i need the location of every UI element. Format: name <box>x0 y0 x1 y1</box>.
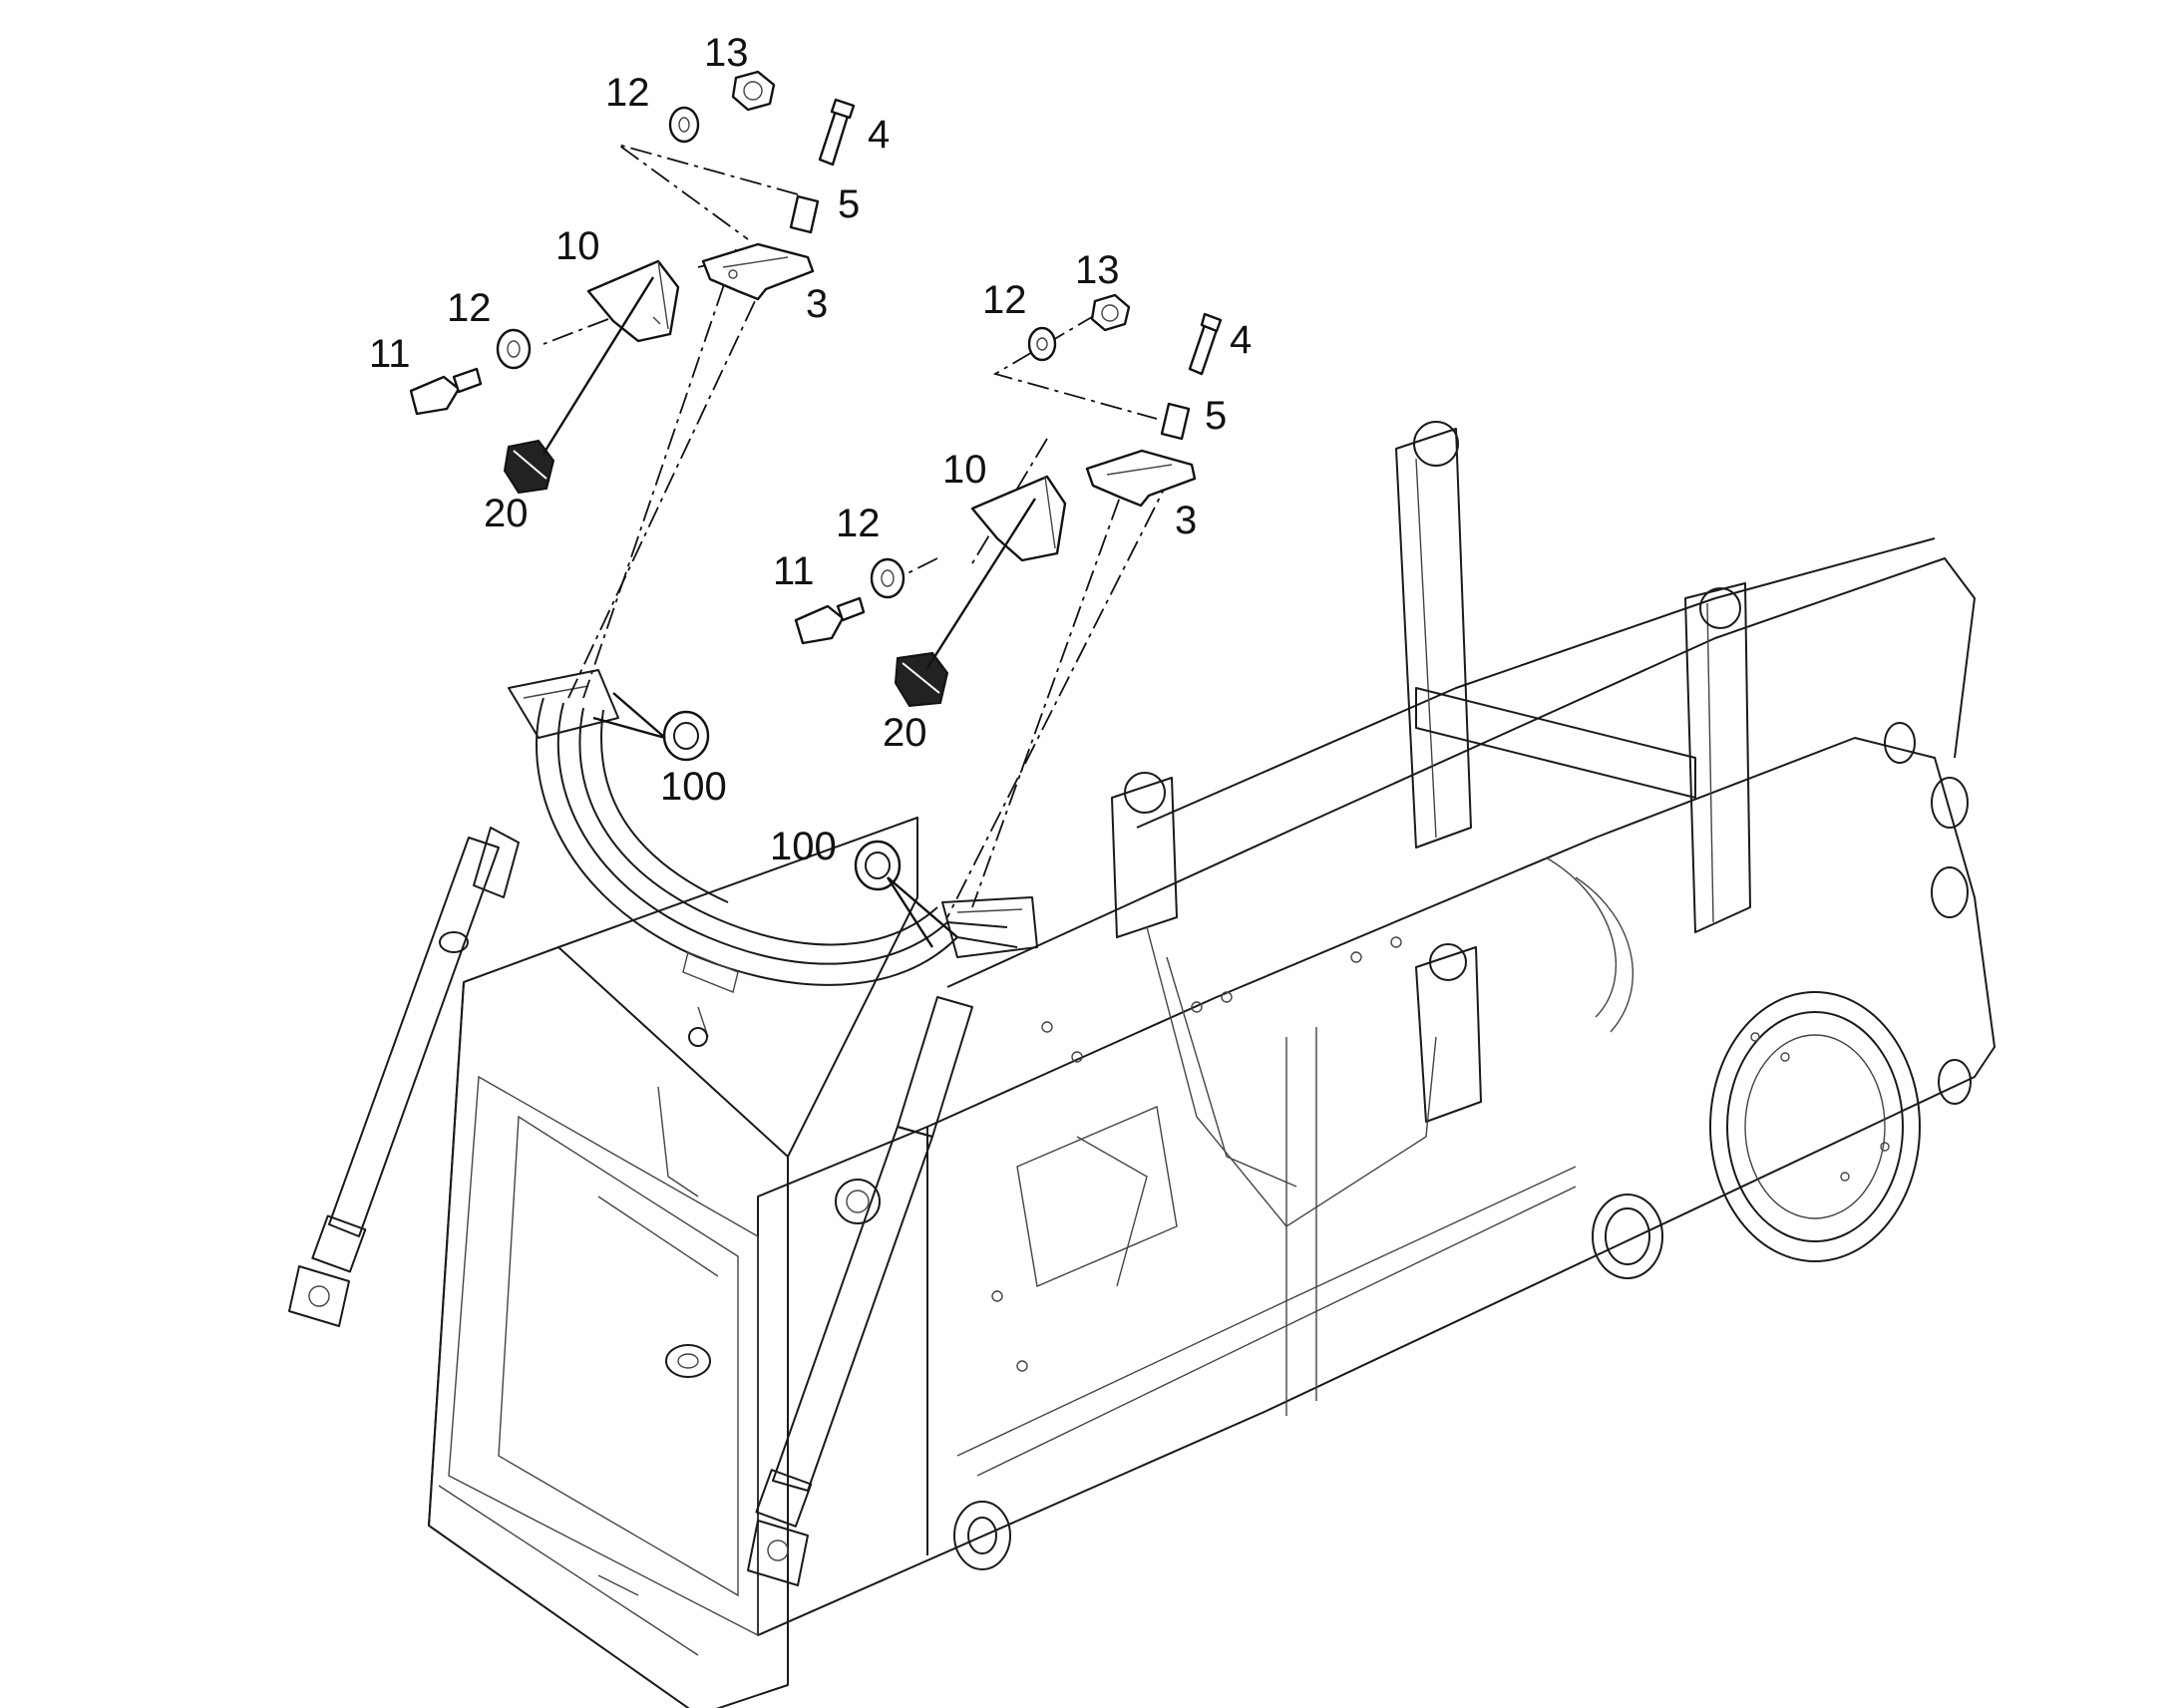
grommet-100-a <box>662 710 710 762</box>
leader-lines <box>542 276 1037 948</box>
callout-5: 5 <box>838 182 860 226</box>
hardware-set-upper-left <box>409 70 856 495</box>
hose-assembly <box>508 669 1038 1047</box>
chassis-frame <box>757 421 1996 1636</box>
nut-13-a <box>731 70 776 112</box>
front-box-frame <box>428 817 918 1708</box>
callout-3: 3 <box>806 282 828 326</box>
washer-12-b <box>496 328 532 370</box>
bolt-11-a <box>409 375 461 416</box>
callout-12: 12 <box>982 278 1027 322</box>
callout-5: 5 <box>1205 394 1227 438</box>
callout-3: 3 <box>1175 499 1197 542</box>
callout-12: 12 <box>836 502 881 545</box>
bracket-3-a <box>701 242 815 301</box>
lift-cylinder-right <box>747 996 973 1586</box>
callout-13: 13 <box>704 31 749 75</box>
washer-12-d <box>870 557 906 599</box>
sleeve-5-a <box>789 194 820 234</box>
callout-4: 4 <box>1230 318 1252 362</box>
callout-12: 12 <box>605 71 650 115</box>
callout-20: 20 <box>883 711 927 755</box>
hardware-set-lower-right <box>794 293 1223 708</box>
callout-100: 100 <box>660 765 727 809</box>
washer-12-a <box>668 106 700 144</box>
lift-cylinder-left <box>288 827 520 1327</box>
callout-12: 12 <box>447 286 492 330</box>
callout-100: 100 <box>770 825 837 868</box>
bracket-3-b <box>1085 449 1197 508</box>
callout-4: 4 <box>868 113 890 157</box>
callout-20: 20 <box>484 492 529 535</box>
washer-12-c <box>1027 326 1057 362</box>
callout-13: 13 <box>1075 248 1120 292</box>
callout-labels: 13 12 4 5 10 3 12 11 20 13 12 4 5 10 3 1… <box>369 31 1252 868</box>
sleeve-5-b <box>1160 402 1191 441</box>
cover-10-b <box>970 475 1067 562</box>
nut-13-b <box>1090 293 1131 332</box>
callout-10: 10 <box>942 448 987 492</box>
callout-11: 11 <box>369 332 411 376</box>
callout-10: 10 <box>555 224 600 268</box>
bolt-11-b <box>794 604 845 645</box>
callout-11: 11 <box>773 549 815 593</box>
